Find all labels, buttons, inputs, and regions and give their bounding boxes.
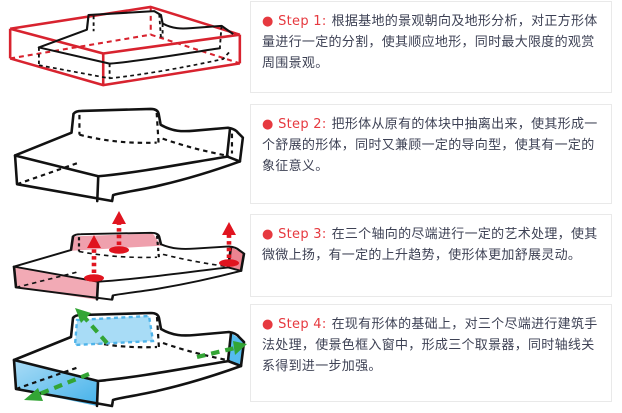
black-massing-footprint <box>37 10 234 80</box>
site-box-with-massing-sketch <box>8 5 242 87</box>
step4-label: ● Step 4: <box>262 317 327 332</box>
step2-card: ● Step 2:把形体从原有的体块中抽离出来，使其形成一个舒展的形体，同时又兼… <box>250 104 612 204</box>
top-view-window <box>73 314 155 347</box>
massing-with-lift-arrows-sketch <box>12 211 246 301</box>
step3-diagram <box>1 205 248 305</box>
lift-arrow-up-center <box>109 211 129 254</box>
step4-diagram <box>1 303 248 409</box>
extracted-massing-sketch <box>13 107 245 203</box>
red-site-box <box>8 5 242 87</box>
step2-label: ● Step 2: <box>262 117 327 132</box>
step1-diagram <box>1 2 248 101</box>
step2-paragraph: ● Step 2:把形体从原有的体块中抽离出来，使其形成一个舒展的形体，同时又兼… <box>262 114 600 177</box>
step4-card: ● Step 4:在现有形体的基础上，对三个尽端进行建筑手法处理，使景色框入窗中… <box>250 304 612 402</box>
massing-wireframe <box>13 107 245 203</box>
step1-label: ● Step 1: <box>262 14 327 29</box>
lift-arrow-up-left <box>84 235 104 282</box>
step3-text: 在三个轴向的尽端进行一定的艺术处理，使其微微上扬，有一定的上升趋势，使形体更加舒… <box>262 227 598 263</box>
step1-text: 根据基地的景观朝向及地形分析，对正方形体量进行一定的分割，使其顺应地形，同时最大… <box>262 14 598 71</box>
lift-arrow-up-right <box>219 222 239 267</box>
massing-with-view-windows-sketch <box>12 308 247 408</box>
step4-text: 在现有形体的基础上，对三个尽端进行建筑手法处理，使景色框入窗中，形成三个取景器，… <box>262 317 598 374</box>
step4-paragraph: ● Step 4:在现有形体的基础上，对三个尽端进行建筑手法处理，使景色框入窗中… <box>262 314 600 377</box>
step2-text: 把形体从原有的体块中抽离出来，使其形成一个舒展的形体，同时又兼顾一定的导向型，使… <box>262 117 598 174</box>
step1-card: ● Step 1:根据基地的景观朝向及地形分析，对正方形体量进行一定的分割，使其… <box>250 1 612 93</box>
axis-arrow-up-left <box>75 308 109 345</box>
step3-paragraph: ● Step 3:在三个轴向的尽端进行一定的艺术处理，使其微微上扬，有一定的上升… <box>262 224 600 266</box>
left-view-window <box>14 360 98 406</box>
step1-paragraph: ● Step 1:根据基地的景观朝向及地形分析，对正方形体量进行一定的分割，使其… <box>262 11 600 74</box>
step2-diagram <box>1 101 248 205</box>
step3-label: ● Step 3: <box>262 227 327 242</box>
axis-arrow-down-left <box>24 372 90 401</box>
massing-form <box>12 231 246 301</box>
axis-arrow-right <box>196 341 247 360</box>
step3-card: ● Step 3:在三个轴向的尽端进行一定的艺术处理，使其微微上扬，有一定的上升… <box>250 214 612 297</box>
